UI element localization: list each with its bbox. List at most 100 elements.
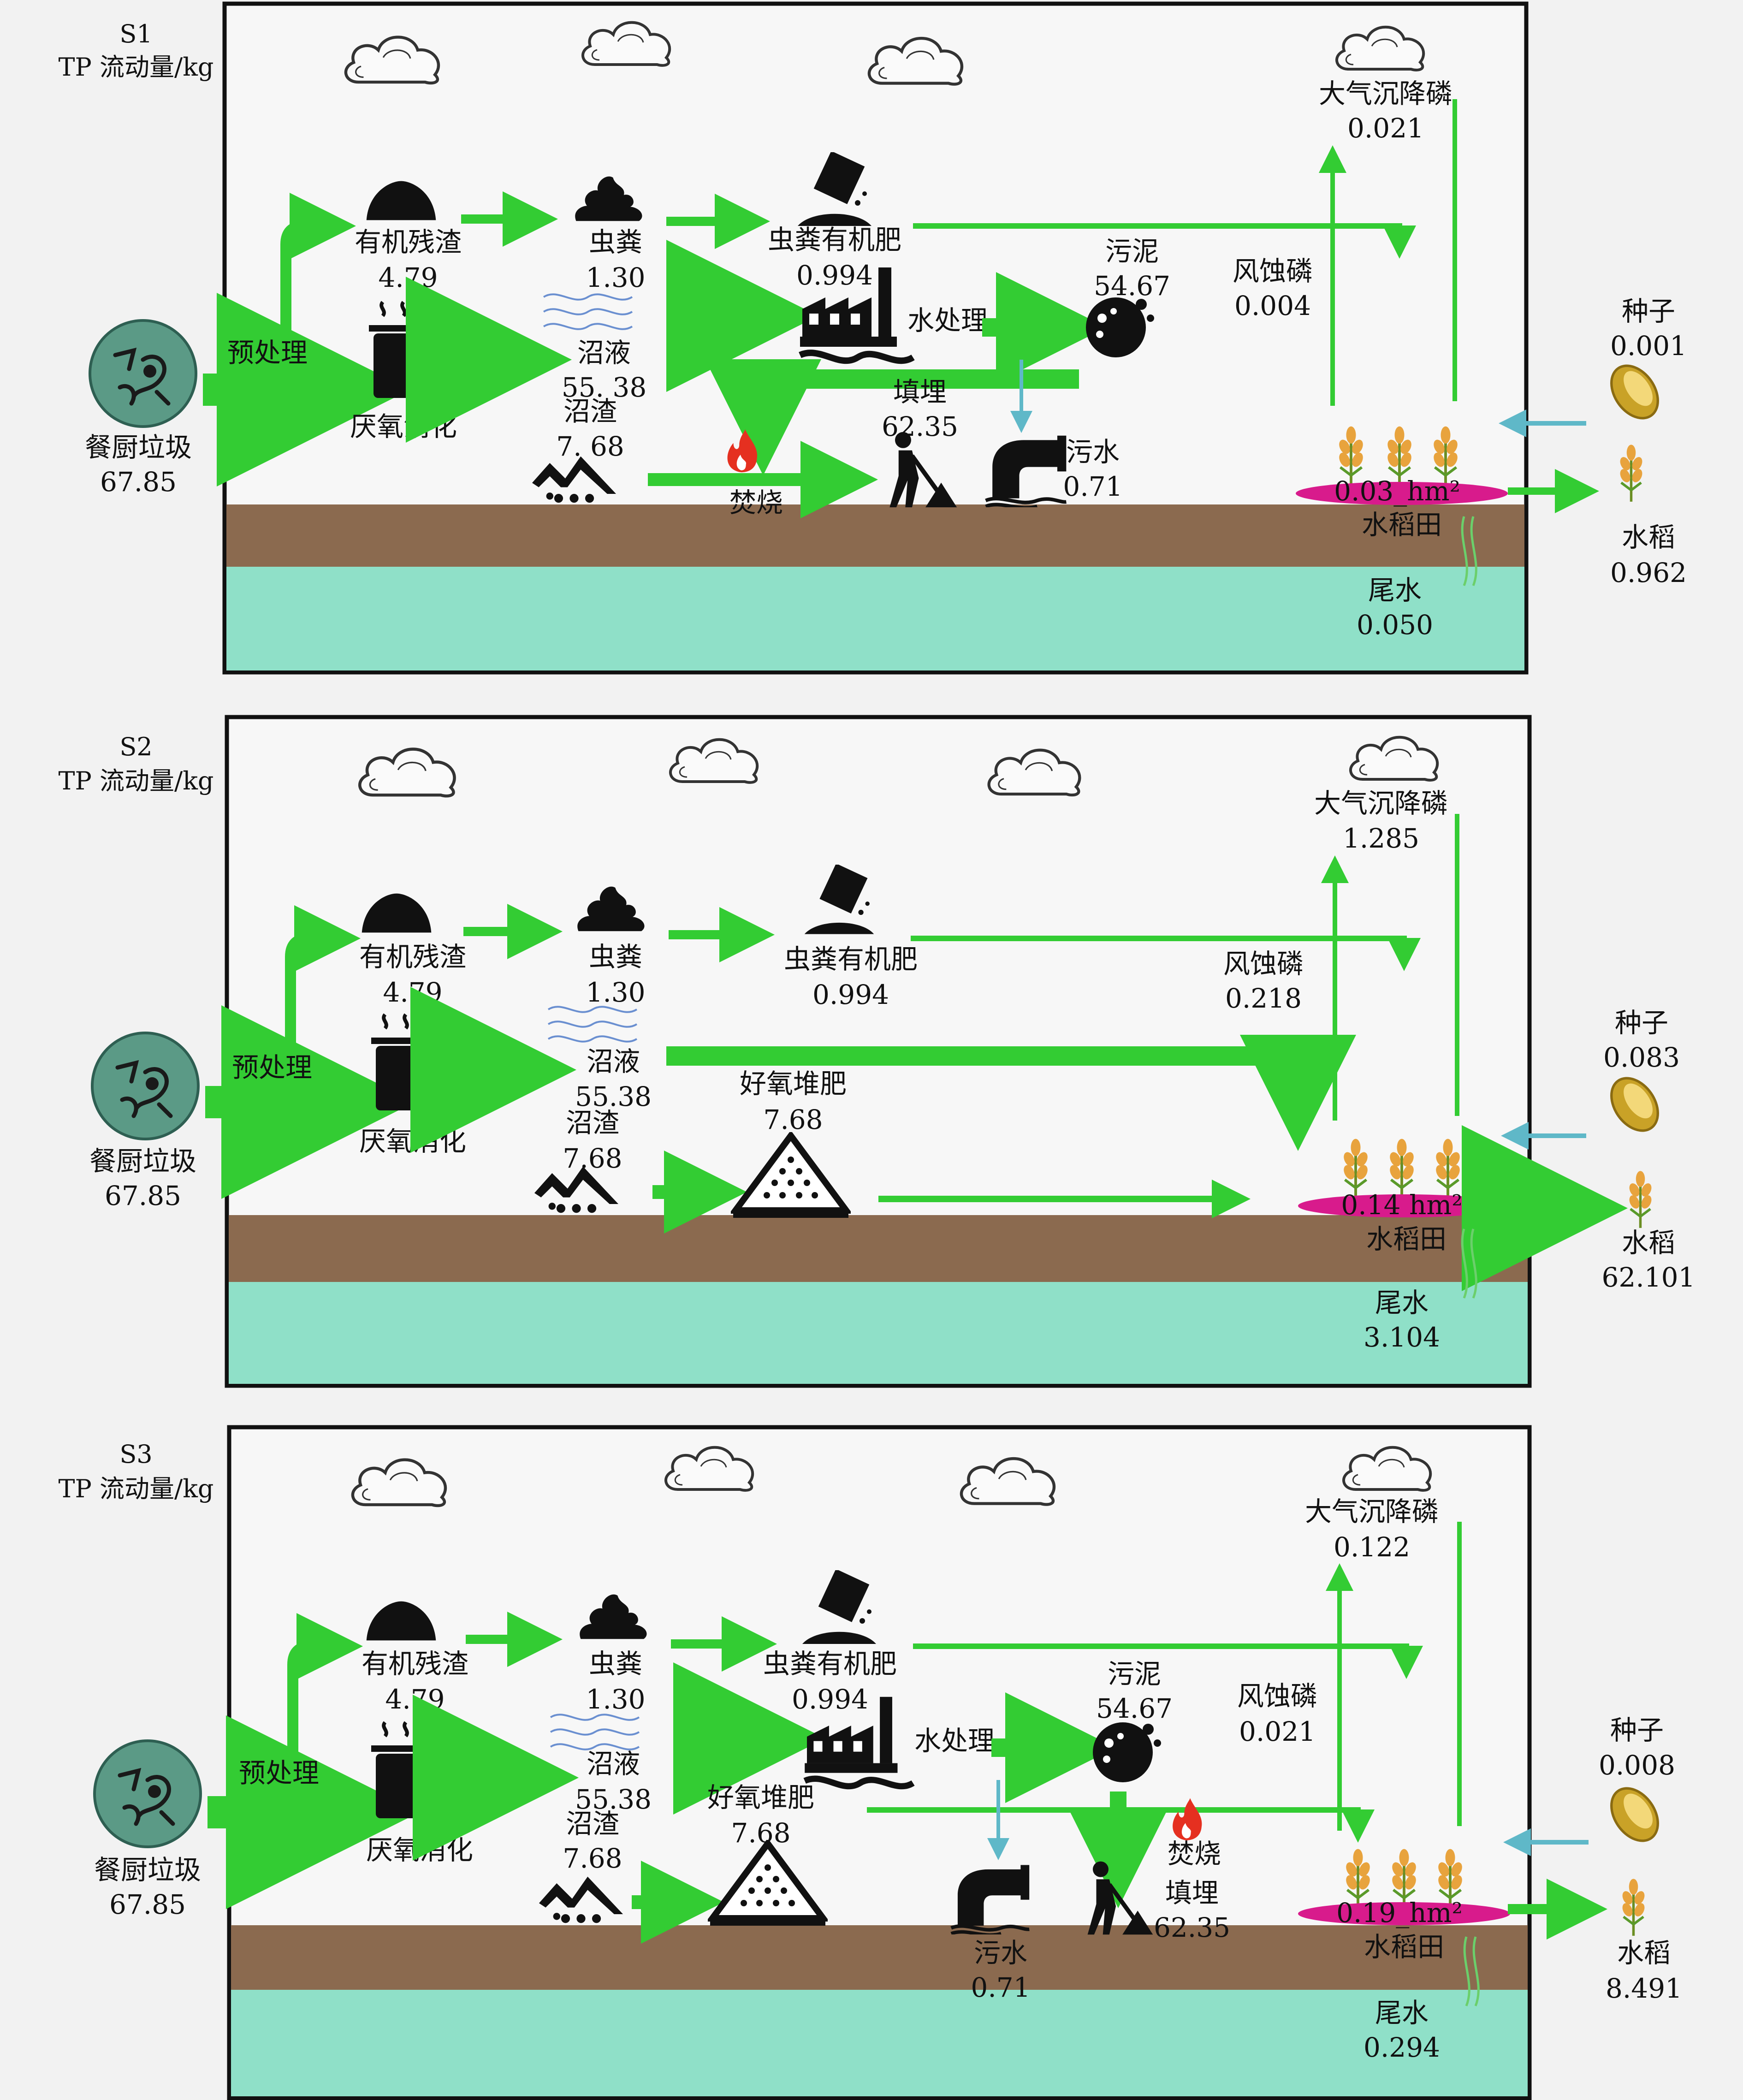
- tail-water-value: 3.104: [1364, 1322, 1440, 1353]
- wind-erosion-value: 0.004: [1234, 290, 1311, 321]
- frass-value: 1.30: [586, 977, 645, 1008]
- pretreat-label: 预处理: [232, 1052, 312, 1083]
- biogas-residue-value: 7. 68: [556, 431, 624, 462]
- panel-s2: S2 TP 流动量/kg 餐厨垃圾 67.85 预处理 有机残渣 4.79 厌氧…: [59, 715, 1695, 1388]
- sludge-label: 污泥: [1105, 236, 1159, 267]
- frass-fertilizer-label: 虫粪有机肥: [763, 1648, 897, 1679]
- frass-fertilizer-value: 0.994: [792, 1684, 868, 1715]
- sewage-value: 0.71: [1063, 471, 1122, 502]
- biogas-liquid-label: 沼液: [577, 337, 631, 368]
- seep-lines: [1463, 1936, 1480, 2006]
- panel-id: S1: [119, 19, 152, 48]
- pretreat-label: 预处理: [227, 337, 308, 368]
- soil-layer: [226, 504, 1524, 567]
- panel-id: S3: [119, 1440, 152, 1469]
- compost-value: 7.68: [731, 1817, 790, 1849]
- flow-arrow: [913, 223, 1416, 259]
- atm-deposition-value: 0.122: [1334, 1531, 1410, 1563]
- sludge-value: 54.67: [1094, 270, 1170, 302]
- seed-icon: [1602, 357, 1667, 427]
- tail-water-label: 尾水: [1375, 1997, 1429, 2029]
- flow-arrow: [913, 1643, 1423, 1679]
- panel-s3: S3 TP 流动量/kg 餐厨垃圾 67.85 预处理 有机残渣 4.79 厌氧…: [59, 1425, 1682, 2100]
- atm-deposition-value: 0.021: [1347, 113, 1424, 144]
- compost-label: 好氧堆肥: [740, 1068, 847, 1099]
- sludge-value: 54.67: [1096, 1693, 1173, 1724]
- paddy-area: 0.14 hm²: [1341, 1189, 1462, 1221]
- biogas-residue-label: 沼渣: [563, 396, 617, 427]
- wind-erosion-value: 0.021: [1239, 1716, 1316, 1747]
- compost-label: 好氧堆肥: [707, 1782, 814, 1813]
- biogas-residue-value: 7.68: [563, 1143, 622, 1174]
- wind-erosion-value: 0.218: [1225, 983, 1302, 1014]
- seed-icon: [1602, 1780, 1667, 1850]
- sewage-value: 0.71: [971, 1972, 1030, 2003]
- seed-value: 0.008: [1599, 1750, 1675, 1781]
- rice-plant-icon: [1618, 445, 1644, 502]
- food-waste-value: 67.85: [105, 1180, 181, 1211]
- panel-s1: S1 TP 流动量/kg 餐厨垃圾 67.85 预处理 有机残渣 4.79 厌氧…: [59, 1, 1687, 675]
- food-waste-icon: [95, 1741, 201, 1847]
- rice-label: 水稻: [1617, 1937, 1671, 1969]
- flow-arrow: [911, 936, 1421, 971]
- incinerate-label: 焚烧: [729, 487, 783, 518]
- paddy-label: 水稻田: [1364, 1931, 1444, 1963]
- tail-water-value: 0.294: [1364, 2032, 1440, 2063]
- sewage-label: 污水: [974, 1937, 1027, 1969]
- frass-value: 1.30: [586, 1684, 645, 1715]
- flow-arrow: [705, 359, 1079, 475]
- paddy-label: 水稻田: [1366, 1223, 1447, 1255]
- flow-arrow: [287, 1613, 363, 1752]
- paddy-field: [1298, 1902, 1510, 1925]
- frass-fertilizer-value: 0.994: [812, 979, 889, 1010]
- rice-label: 水稻: [1622, 1227, 1675, 1258]
- tail-water-label: 尾水: [1375, 1287, 1429, 1318]
- atm-deposition-label: 大气沉降磷: [1319, 78, 1452, 109]
- pretreat-label: 预处理: [239, 1757, 319, 1789]
- organic-residue-value: 4.79: [383, 977, 442, 1008]
- panel-unit: TP 流动量/kg: [59, 53, 214, 82]
- flow-arrow: [666, 1035, 1356, 1151]
- rice-plant-icon: [1627, 1171, 1653, 1228]
- organic-residue-label: 有机残渣: [355, 226, 462, 258]
- wind-erosion-label: 风蚀磷: [1237, 1680, 1317, 1712]
- soil-layer: [229, 1215, 1528, 1282]
- biogas-liquid-value: 55. 38: [562, 372, 646, 403]
- anaerobic-label: 厌氧消化: [366, 1834, 473, 1866]
- water-layer: [229, 1282, 1528, 1384]
- frass-label: 虫粪: [589, 1648, 642, 1679]
- food-waste-value: 67.85: [109, 1889, 186, 1920]
- sewage-label: 污水: [1066, 436, 1120, 468]
- tail-water-label: 尾水: [1368, 575, 1422, 606]
- seed-value: 0.001: [1610, 330, 1687, 362]
- seed-icon: [1602, 1069, 1667, 1139]
- incinerate-label: 焚烧: [1168, 1838, 1221, 1869]
- landfill-label: 填埋: [1165, 1877, 1219, 1909]
- frass-fertilizer-value: 0.994: [796, 260, 873, 291]
- flow-arrow: [280, 193, 356, 332]
- anaerobic-label: 厌氧消化: [350, 411, 457, 442]
- rice-value: 8.491: [1606, 1973, 1682, 2004]
- frass-fertilizer-label: 虫粪有机肥: [784, 943, 918, 975]
- panel-unit: TP 流动量/kg: [59, 1474, 214, 1503]
- seed-label: 种子: [1622, 296, 1675, 327]
- wind-erosion-label: 风蚀磷: [1233, 255, 1313, 287]
- atm-deposition-label: 大气沉降磷: [1314, 788, 1448, 819]
- organic-residue-label: 有机残渣: [359, 941, 466, 973]
- tail-water-value: 0.050: [1357, 609, 1433, 641]
- food-waste-icon: [92, 1033, 198, 1139]
- seed-label: 种子: [1615, 1007, 1668, 1038]
- biogas-liquid-label: 沼液: [587, 1748, 640, 1780]
- atm-deposition-value: 1.285: [1343, 823, 1419, 854]
- rice-label: 水稻: [1622, 522, 1675, 553]
- seep-lines: [1461, 516, 1477, 586]
- flow-arrow: [285, 905, 361, 1047]
- biogas-liquid-value: 55.38: [575, 1784, 652, 1815]
- frass-label: 虫粪: [589, 226, 642, 258]
- paddy-field: [1298, 1194, 1510, 1217]
- water-layer: [226, 567, 1524, 670]
- biogas-liquid-value: 55.38: [575, 1081, 652, 1112]
- sludge-label: 污泥: [1108, 1658, 1161, 1690]
- frass-fertilizer-label: 虫粪有机肥: [768, 224, 901, 255]
- organic-residue-value: 4.79: [378, 262, 438, 293]
